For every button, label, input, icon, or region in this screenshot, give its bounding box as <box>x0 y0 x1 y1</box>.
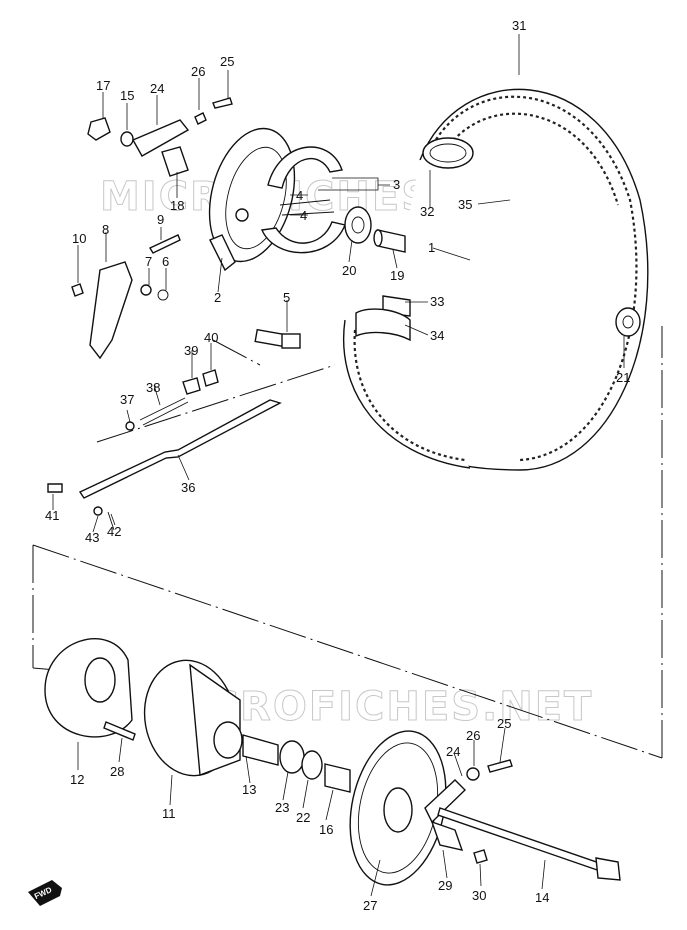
callout-17: 17 <box>96 78 110 93</box>
spacer-19 <box>373 229 406 253</box>
callout-22: 22 <box>296 810 310 825</box>
callout-27: 27 <box>363 898 377 913</box>
callout-18: 18 <box>170 198 184 213</box>
callout-7: 7 <box>145 254 152 269</box>
chain-adjuster-parts <box>424 759 513 864</box>
hub-damper-12 <box>44 638 133 738</box>
callout-16: 16 <box>319 822 333 837</box>
callout-29: 29 <box>438 878 452 893</box>
hub-bearing-spacer <box>242 734 351 793</box>
callout-9: 9 <box>157 212 164 227</box>
callout-12: 12 <box>70 772 84 787</box>
callout-20: 20 <box>342 263 356 278</box>
callout-10: 10 <box>72 231 86 246</box>
callout-21: 21 <box>616 370 630 385</box>
callout-36: 36 <box>181 480 195 495</box>
fwd-arrow-icon: FWD <box>28 880 62 906</box>
callout-26-top: 26 <box>191 64 205 79</box>
bolt-28 <box>103 721 136 741</box>
rim-band <box>355 137 474 342</box>
callout-6: 6 <box>162 254 169 269</box>
callout-1: 1 <box>428 240 435 255</box>
callout-38: 38 <box>146 380 160 395</box>
callout-33: 33 <box>430 294 444 309</box>
callout-28: 28 <box>110 764 124 779</box>
callout-numbers: 31 25 26 17 15 24 18 9 10 8 7 6 2 5 3 4 … <box>45 18 630 913</box>
callout-14: 14 <box>535 890 549 905</box>
callout-5: 5 <box>283 290 290 305</box>
callout-35: 35 <box>458 197 472 212</box>
callout-26-bottom: 26 <box>466 728 480 743</box>
torque-link-parts <box>71 97 233 431</box>
callout-34: 34 <box>430 328 444 343</box>
callout-13: 13 <box>242 782 256 797</box>
callout-43: 43 <box>85 530 99 545</box>
callout-30: 30 <box>472 888 486 903</box>
callout-41: 41 <box>45 508 59 523</box>
callout-31: 31 <box>512 18 526 33</box>
assembly-reference-lines <box>32 326 663 759</box>
wheel-bearing-21 <box>615 307 641 337</box>
callout-25-bottom: 25 <box>497 716 511 731</box>
seal-20 <box>344 206 372 244</box>
axle-14 <box>437 807 621 881</box>
callout-37: 37 <box>120 392 134 407</box>
leader-lines <box>52 34 625 897</box>
callout-19: 19 <box>390 268 404 283</box>
callout-32: 32 <box>420 204 434 219</box>
callout-2: 2 <box>214 290 221 305</box>
callout-4-lower: 4 <box>300 208 307 223</box>
callout-4-upper: 4 <box>296 188 303 203</box>
callout-3: 3 <box>393 177 400 192</box>
callout-24-bottom: 24 <box>446 744 460 759</box>
callout-40: 40 <box>204 330 218 345</box>
tire <box>343 88 649 471</box>
callout-25-top: 25 <box>220 54 234 69</box>
callout-15: 15 <box>120 88 134 103</box>
callout-23: 23 <box>275 800 289 815</box>
callout-11: 11 <box>162 806 176 821</box>
brake-rod-36 <box>47 399 282 531</box>
callout-39: 39 <box>184 343 198 358</box>
brake-cam-5 <box>254 328 301 349</box>
callout-24-top: 24 <box>150 81 164 96</box>
callout-42: 42 <box>107 524 121 539</box>
callout-8: 8 <box>102 222 109 237</box>
sprocket-drum-11 <box>143 659 243 777</box>
